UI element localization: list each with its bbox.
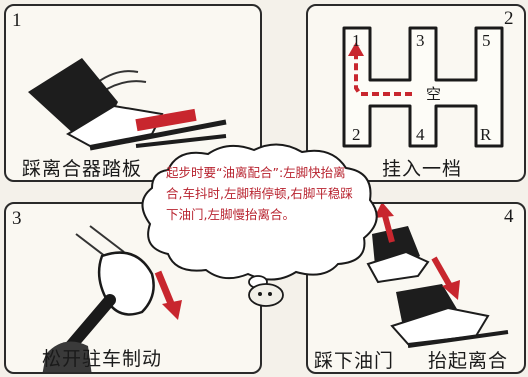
step-caption-2: 抬起离合: [428, 350, 509, 372]
shift-path: [354, 50, 412, 96]
motion-line: [97, 70, 139, 83]
pedal-icon: [135, 108, 197, 132]
arrow-up-line: [381, 211, 395, 243]
gear-label-r: R: [480, 125, 492, 144]
arrow-down-icon: [162, 300, 182, 320]
step-caption: 踩下油门: [314, 350, 395, 372]
gear-label-4: 4: [416, 125, 425, 144]
step-1-panel: 1 踩离合器踏板: [4, 4, 262, 182]
step-caption: 挂入一档: [382, 158, 463, 180]
shoe-sole-icon: [366, 250, 430, 284]
arrow-down-line: [154, 270, 176, 308]
clutch-pedal-illustration: [28, 58, 227, 151]
arrow-down-line: [431, 256, 453, 288]
face-icon: [248, 283, 284, 307]
parking-brake-illustration: [42, 225, 182, 372]
sleeve-line: [89, 225, 125, 253]
arrow-up-icon: [374, 204, 394, 218]
pedal-foot-illustration: [366, 204, 509, 348]
pedal-arm: [89, 119, 227, 151]
pedal-arm: [407, 330, 509, 348]
gear-label-5: 5: [482, 31, 491, 50]
step-number: 4: [504, 206, 514, 227]
motion-line: [101, 80, 147, 93]
tip-text: 起步时要“油离配合”:左脚快抬离合,车抖时,左脚稍停顿,右脚平稳踩下油门,左脚慢…: [166, 165, 353, 222]
pedal-arm: [135, 134, 227, 148]
shoe-sole-icon: [390, 306, 490, 346]
step-3-panel: 3 松开驻车制动: [4, 202, 262, 374]
step-2-panel: 2 1 3 5 2 4 R 空 挂入一档: [306, 4, 526, 182]
gear-shift-diagram: 1 3 5 2 4 R 空: [342, 26, 504, 148]
gate-outline: [342, 26, 504, 148]
cloud-shape: [141, 143, 378, 289]
step-number: 3: [12, 208, 22, 229]
step-number: 1: [12, 10, 22, 31]
gear-label-1: 1: [352, 31, 361, 50]
gear-label-3: 3: [416, 31, 425, 50]
cloud-outline: [141, 143, 378, 281]
arrow-up-icon: [348, 42, 364, 56]
gear-label-2: 2: [352, 125, 361, 144]
arrow-down-icon: [442, 280, 460, 300]
step-caption: 松开驻车制动: [42, 348, 163, 370]
lever-base: [42, 341, 92, 372]
step-number: 2: [504, 8, 514, 29]
step-caption: 踩离合器踏板: [22, 158, 143, 180]
neutral-label: 空: [426, 85, 441, 103]
tip-cloud: 起步时要“油离配合”:左脚快抬离合,车抖时,左脚稍停顿,右脚平稳踩下油门,左脚慢…: [128, 140, 390, 290]
